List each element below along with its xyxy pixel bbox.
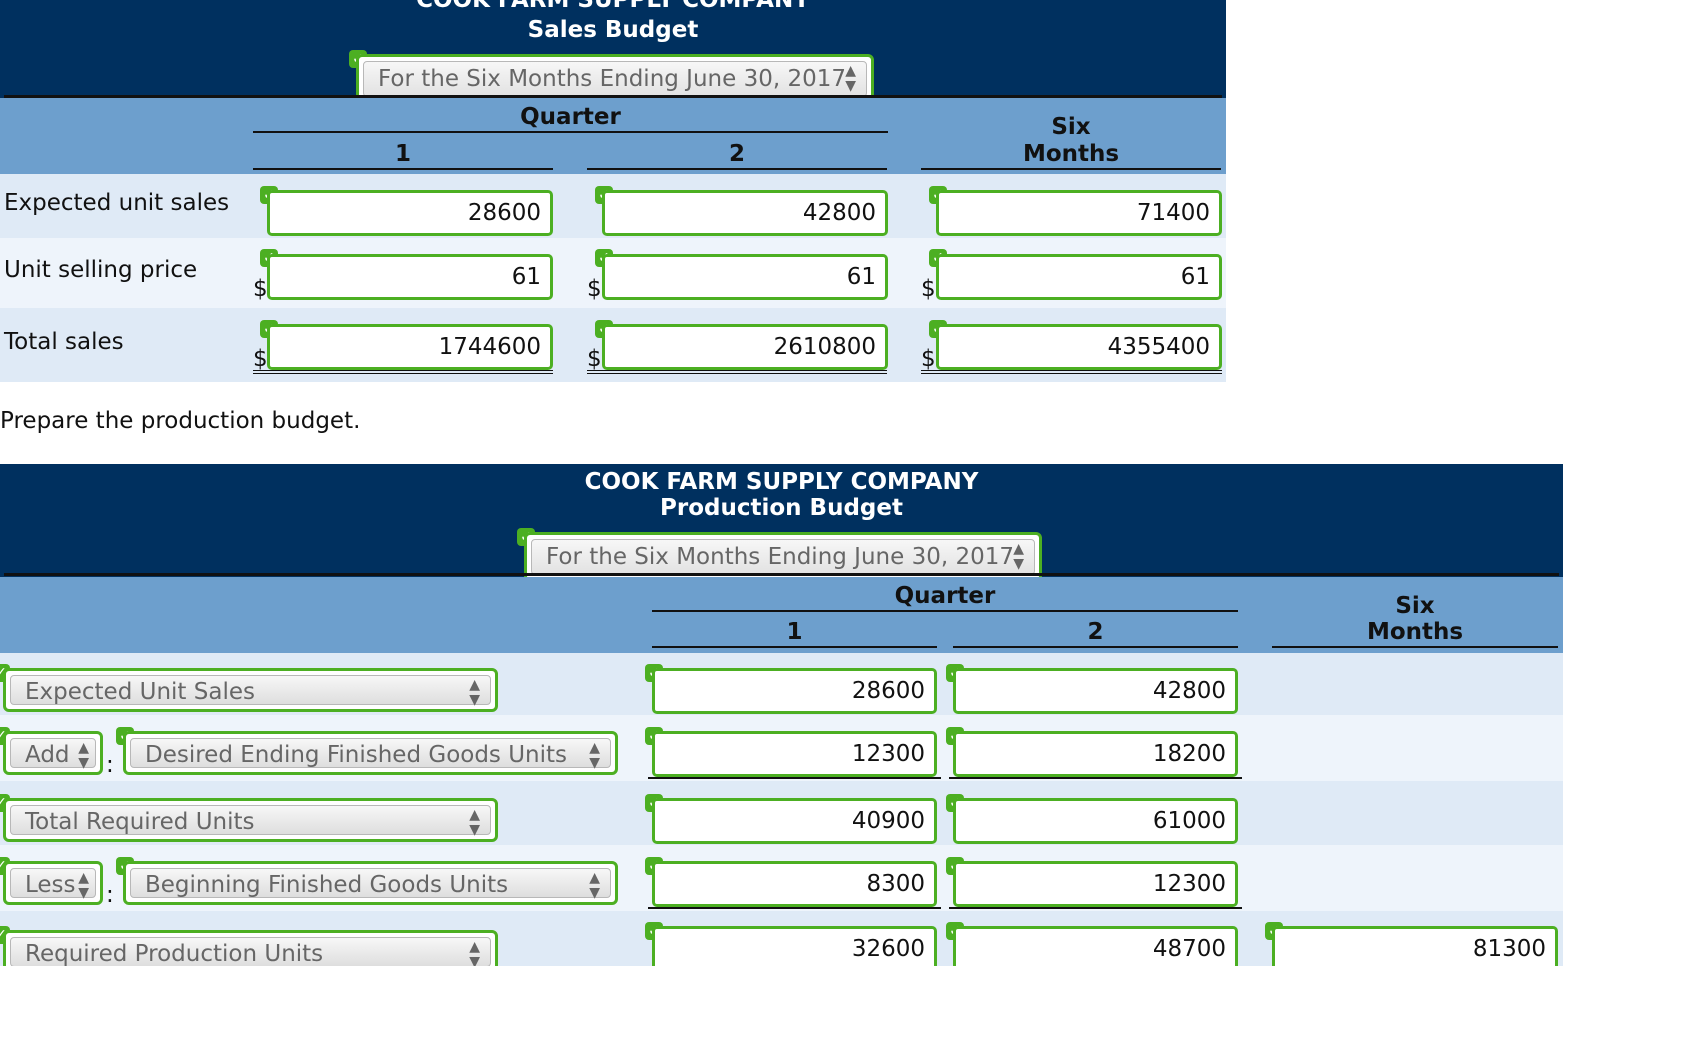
production-six-header-line1: Six (1395, 593, 1435, 619)
dollar-sign: $ (587, 276, 602, 302)
total-sales-q2-input[interactable]: 2610800 (602, 324, 888, 370)
production-quarter-header: Quarter (652, 582, 1238, 612)
total-required-units-select[interactable]: Total Required Units ▲▼ (3, 798, 498, 842)
select-value: Beginning Finished Goods Units (145, 872, 509, 898)
prod-total-required-q1-input[interactable]: 40900 (652, 798, 937, 844)
row-label: Unit selling price (4, 257, 198, 283)
expected-unit-sales-q2-input[interactable]: 42800 (602, 190, 888, 236)
production-col-2-header: 2 (953, 618, 1238, 648)
dollar-sign: $ (253, 346, 268, 372)
underline (949, 907, 1242, 909)
updown-arrows-icon: ▲▼ (469, 939, 480, 970)
production-period-value: For the Six Months Ending June 30, 2017 (546, 544, 1015, 570)
prod-desired-ending-q1-input[interactable]: 12300 (652, 731, 937, 777)
sales-six-header-line1: Six (1051, 114, 1091, 140)
colon-separator: : (106, 882, 114, 908)
prod-required-production-six-input[interactable]: 81300 (1272, 926, 1558, 972)
prod-beginning-q1-input[interactable]: 8300 (652, 861, 937, 907)
instruction-text: Prepare the production budget. (0, 408, 361, 434)
sales-period-value: For the Six Months Ending June 30, 2017 (378, 66, 847, 92)
sales-six-header-line2: Months (921, 140, 1221, 170)
select-value: Expected Unit Sales (25, 679, 255, 705)
updown-arrows-icon: ▲▼ (589, 740, 600, 771)
double-underline (921, 370, 1222, 374)
prod-expected-sales-q1-input[interactable]: 28600 (652, 668, 937, 714)
select-value: Desired Ending Finished Goods Units (145, 742, 568, 768)
updown-arrows-icon: ▲▼ (845, 63, 856, 94)
row-label: Expected unit sales (4, 190, 230, 216)
updown-arrows-icon: ▲▼ (469, 807, 480, 838)
sales-column-header-band (0, 98, 1226, 174)
unit-selling-price-six-input[interactable]: 61 (936, 254, 1222, 300)
updown-arrows-icon: ▲▼ (469, 677, 480, 708)
sales-budget-title: Sales Budget (527, 17, 699, 43)
prod-desired-ending-q2-input[interactable]: 18200 (953, 731, 1238, 777)
updown-arrows-icon: ▲▼ (1013, 541, 1024, 572)
underline (648, 777, 941, 779)
production-col-1-header: 1 (652, 618, 937, 648)
production-six-header-line2: Months (1272, 618, 1558, 648)
production-budget-title: Production Budget (660, 495, 903, 521)
prod-beginning-q2-input[interactable]: 12300 (953, 861, 1238, 907)
dollar-sign: $ (587, 346, 602, 372)
sales-company-name: COOK FARM SUPPLY COMPANY (416, 0, 810, 13)
updown-arrows-icon: ▲▼ (589, 870, 600, 901)
sales-col-1-header: 1 (253, 140, 553, 170)
sales-quarter-header: Quarter (253, 103, 888, 133)
production-company-name: COOK FARM SUPPLY COMPANY (584, 469, 979, 495)
expected-unit-sales-q1-input[interactable]: 28600 (267, 190, 553, 236)
dollar-sign: $ (253, 276, 268, 302)
underline (949, 777, 1242, 779)
production-column-header-band (0, 577, 1563, 653)
double-underline (587, 370, 887, 374)
prod-expected-sales-q2-input[interactable]: 42800 (953, 668, 1238, 714)
colon-separator: : (106, 752, 114, 778)
double-underline (253, 370, 553, 374)
underline (648, 907, 941, 909)
total-sales-q1-input[interactable]: 1744600 (267, 324, 553, 370)
less-operator-select[interactable]: Less ▲▼ (3, 861, 103, 905)
beginning-goods-select[interactable]: Beginning Finished Goods Units ▲▼ (123, 861, 618, 905)
page-bottom (0, 966, 1698, 1050)
sales-col-2-header: 2 (587, 140, 887, 170)
updown-arrows-icon: ▲▼ (78, 870, 89, 901)
add-operator-select[interactable]: Add ▲▼ (3, 731, 103, 775)
divider (4, 95, 1222, 98)
desired-ending-goods-select[interactable]: Desired Ending Finished Goods Units ▲▼ (123, 731, 618, 775)
divider (4, 573, 1559, 576)
dollar-sign: $ (921, 276, 936, 302)
updown-arrows-icon: ▲▼ (78, 740, 89, 771)
select-value: Total Required Units (25, 809, 255, 835)
expected-unit-sales-select[interactable]: Expected Unit Sales ▲▼ (3, 668, 498, 712)
expected-unit-sales-six-input[interactable]: 71400 (936, 190, 1222, 236)
unit-selling-price-q1-input[interactable]: 61 (267, 254, 553, 300)
row-label: Total sales (4, 329, 124, 355)
select-value: Required Production Units (25, 941, 324, 967)
total-sales-six-input[interactable]: 4355400 (936, 324, 1222, 370)
dollar-sign: $ (921, 346, 936, 372)
prod-total-required-q2-input[interactable]: 61000 (953, 798, 1238, 844)
unit-selling-price-q2-input[interactable]: 61 (602, 254, 888, 300)
select-value: Add (25, 742, 70, 768)
select-value: Less (25, 872, 76, 898)
